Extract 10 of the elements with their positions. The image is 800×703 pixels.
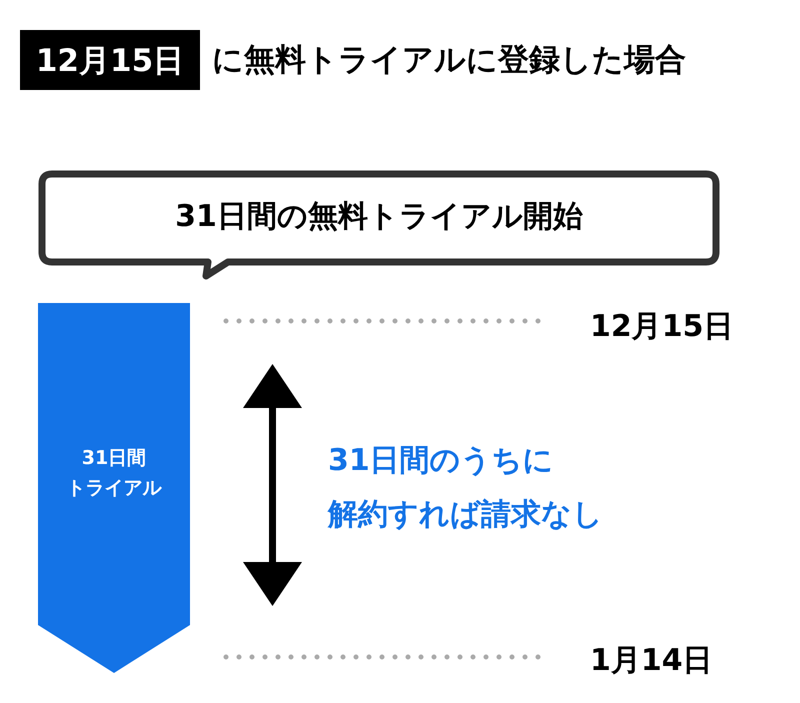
bubble-text: 31日間の無料トライアル開始 [174, 198, 584, 236]
date-label: 12月15日 [590, 308, 734, 346]
date-label: 1月14日 [590, 642, 713, 680]
note-text: 解約すれば請求なし [328, 496, 603, 534]
date-badge [20, 30, 200, 90]
banner-text: トライアル [66, 476, 163, 501]
date-text: 12月15日 [34, 42, 186, 81]
heading-text: に無料トライアルに登録した場合 [212, 41, 686, 80]
note-text: 31日間のうちに [328, 442, 554, 480]
banner-text: 31日間 [80, 446, 148, 471]
